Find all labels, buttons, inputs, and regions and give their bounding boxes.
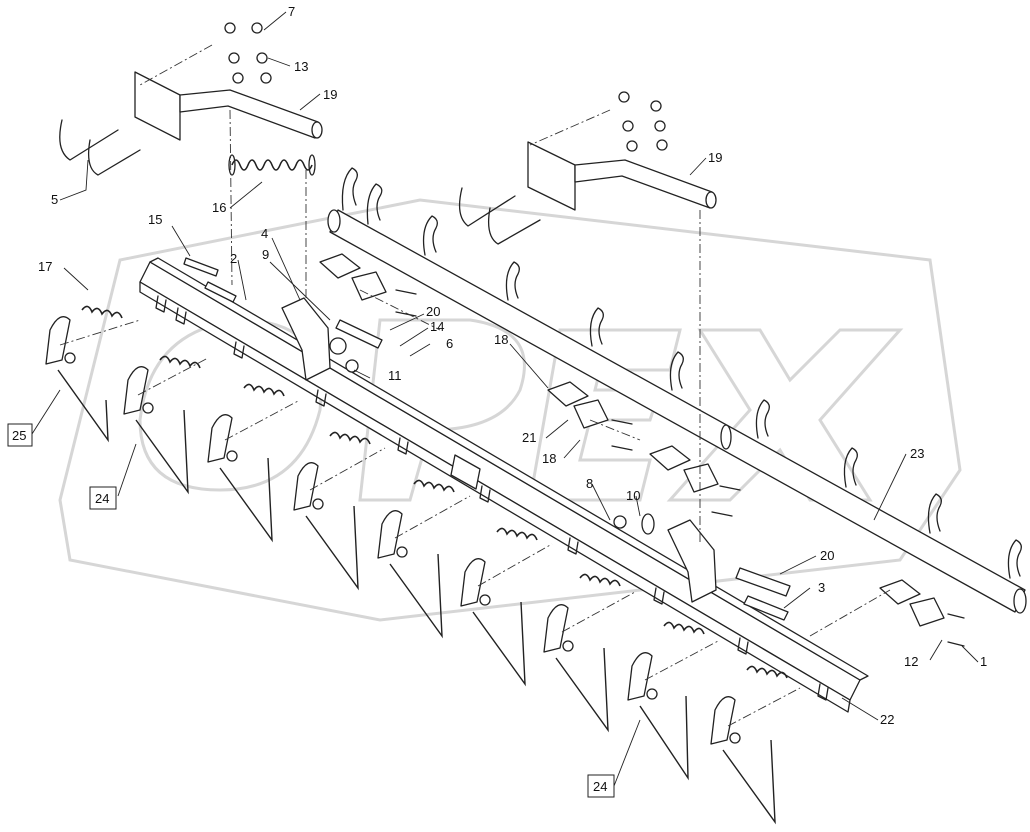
callout-1: 1 — [980, 654, 987, 669]
tine-unit — [710, 665, 788, 825]
callout-5: 5 — [51, 192, 58, 207]
bolts-and-pins — [183, 257, 965, 647]
clamp-assemblies — [319, 253, 945, 627]
callout-18: 18 — [542, 451, 556, 466]
tine-unit — [460, 527, 538, 687]
spring-16 — [228, 154, 316, 176]
boxed-callout-24: 24 — [593, 779, 607, 794]
frame-lugs — [155, 295, 829, 701]
boxed-callouts: 25 24 24 — [7, 423, 615, 798]
callout-23: 23 — [910, 446, 924, 461]
callout-16: 16 — [212, 200, 226, 215]
main-tube-23 — [327, 209, 1027, 614]
leader-lines — [31, 11, 979, 787]
tine-unit — [207, 383, 285, 543]
callout-9: 9 — [262, 247, 269, 262]
callout-14: 14 — [430, 319, 444, 334]
boxed-callout-24: 24 — [95, 491, 109, 506]
adjuster-plates — [281, 297, 717, 603]
callout-20: 20 — [820, 548, 834, 563]
tine-unit — [627, 621, 705, 781]
callout-labels: 7 13 19 5 16 19 15 4 2 9 17 20 14 6 11 1… — [38, 4, 987, 727]
tine-unit — [123, 355, 201, 495]
box-25 — [7, 423, 33, 447]
mount-bracket-19-lower — [458, 141, 717, 245]
callout-21: 21 — [522, 430, 536, 445]
nuts-top — [224, 22, 668, 152]
callout-15: 15 — [148, 212, 162, 227]
tine-unit — [293, 431, 371, 591]
watermark-logo — [58, 198, 962, 622]
tine-unit — [543, 573, 621, 733]
callout-22: 22 — [880, 712, 894, 727]
tine-unit — [377, 479, 455, 639]
callout-2: 2 — [230, 251, 237, 266]
box-24 — [89, 486, 117, 510]
mount-bracket-19-upper — [59, 71, 323, 176]
boxed-callout-25: 25 — [12, 428, 26, 443]
callout-10: 10 — [626, 488, 640, 503]
box-24 — [587, 774, 615, 798]
callout-6: 6 — [446, 336, 453, 351]
callout-19: 19 — [708, 150, 722, 165]
callout-20: 20 — [426, 304, 440, 319]
callout-18: 18 — [494, 332, 508, 347]
callout-3: 3 — [818, 580, 825, 595]
callout-13: 13 — [294, 59, 308, 74]
callout-12: 12 — [904, 654, 918, 669]
tine-unit — [45, 305, 123, 443]
callout-17: 17 — [38, 259, 52, 274]
callout-7: 7 — [288, 4, 295, 19]
callout-11: 11 — [388, 368, 402, 383]
tine-units — [45, 305, 788, 825]
callout-19: 19 — [323, 87, 337, 102]
assembly-lines — [59, 44, 891, 727]
tube-hooks — [341, 167, 1022, 579]
callout-4: 4 — [261, 226, 268, 241]
callout-8: 8 — [586, 476, 593, 491]
